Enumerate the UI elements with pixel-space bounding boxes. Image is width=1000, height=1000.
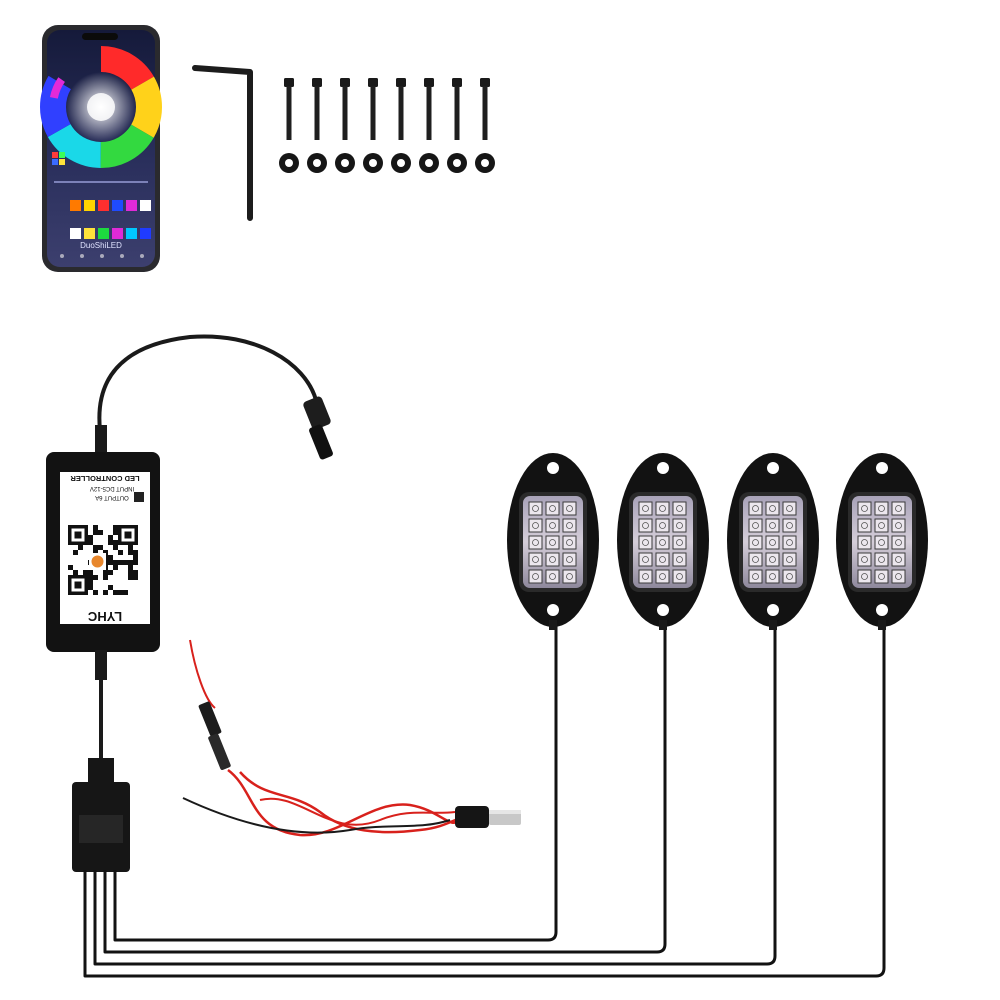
washer — [307, 153, 327, 173]
led-chip — [748, 552, 763, 567]
app-footer-text: DuoShiLED — [80, 241, 122, 250]
led-chip — [545, 518, 560, 533]
led-chip — [765, 535, 780, 550]
led-chip — [874, 552, 889, 567]
led-chip — [638, 552, 653, 567]
led-chip — [528, 518, 543, 533]
hex-key-icon — [192, 65, 253, 221]
led-chip — [782, 501, 797, 516]
led-chip — [655, 501, 670, 516]
screw — [452, 78, 462, 140]
led-controller: LED CONTROLLER INPUT DC5-12V OUTPUT 6A L… — [46, 334, 333, 760]
washer — [475, 153, 495, 173]
controller-label-input: INPUT DC5-12V — [90, 485, 134, 491]
led-chip — [857, 552, 872, 567]
led-chip — [672, 569, 687, 584]
led-chip — [562, 501, 577, 516]
led-chip — [891, 501, 906, 516]
controller-label-output: OUTPUT 6A — [95, 494, 129, 500]
led-chip — [765, 552, 780, 567]
led-chip — [528, 535, 543, 550]
led-chip — [672, 501, 687, 516]
led-chip — [891, 518, 906, 533]
screw — [284, 78, 294, 140]
led-chip — [655, 518, 670, 533]
led-chip — [528, 501, 543, 516]
washer — [279, 153, 299, 173]
led-chip — [655, 552, 670, 567]
led-chip — [672, 552, 687, 567]
led-chip — [562, 569, 577, 584]
led-chip — [782, 569, 797, 584]
led-chip — [857, 535, 872, 550]
wire-splitter — [72, 625, 886, 978]
led-chip — [874, 518, 889, 533]
washer — [447, 153, 467, 173]
washer — [363, 153, 383, 173]
led-chip — [562, 535, 577, 550]
led-chip — [765, 569, 780, 584]
led-chip — [545, 569, 560, 584]
led-chip — [638, 501, 653, 516]
rock-light-pod — [836, 453, 928, 630]
led-chip — [638, 535, 653, 550]
washer — [335, 153, 355, 173]
led-chip — [857, 501, 872, 516]
led-chip — [528, 569, 543, 584]
rock-light-pod — [727, 453, 819, 630]
screw — [312, 78, 322, 140]
washer — [419, 153, 439, 173]
led-chip — [782, 552, 797, 567]
qr-code-icon — [68, 525, 138, 595]
rock-light-pod — [507, 453, 599, 630]
screw — [424, 78, 434, 140]
controller-label-header: LED CONTROLLER — [70, 474, 140, 483]
smartphone-app: DuoShiLED — [40, 25, 162, 272]
led-chip — [874, 535, 889, 550]
led-chip — [891, 535, 906, 550]
screw — [396, 78, 406, 140]
led-chip — [782, 518, 797, 533]
led-chip — [672, 535, 687, 550]
led-chip — [874, 569, 889, 584]
washer — [391, 153, 411, 173]
screw — [340, 78, 350, 140]
rock-light-pod — [617, 453, 709, 630]
led-chip — [562, 552, 577, 567]
led-chip — [672, 518, 687, 533]
led-chip — [545, 552, 560, 567]
led-chip — [655, 569, 670, 584]
led-chip — [782, 535, 797, 550]
led-chip — [748, 518, 763, 533]
color-swatches-row-2 — [70, 228, 151, 239]
led-chip — [765, 518, 780, 533]
controller-brand: LYHC — [87, 609, 122, 624]
led-chip — [655, 535, 670, 550]
screw — [480, 78, 490, 140]
rock-light-pods — [507, 453, 928, 630]
led-chip — [545, 535, 560, 550]
led-chip — [857, 518, 872, 533]
led-chip — [545, 501, 560, 516]
color-wheel-icon — [40, 46, 162, 168]
led-chip — [891, 569, 906, 584]
color-swatches-row-1 — [70, 200, 151, 211]
led-chip — [638, 518, 653, 533]
led-chip — [765, 501, 780, 516]
mounting-washers — [279, 153, 495, 173]
led-chip — [748, 535, 763, 550]
led-chip — [748, 501, 763, 516]
led-chip — [562, 518, 577, 533]
led-chip — [891, 552, 906, 567]
power-harness — [182, 639, 521, 837]
screw — [368, 78, 378, 140]
mounting-screws — [284, 78, 490, 140]
led-chip — [748, 569, 763, 584]
led-chip — [528, 552, 543, 567]
led-chip — [638, 569, 653, 584]
led-chip — [874, 501, 889, 516]
led-chip — [857, 569, 872, 584]
